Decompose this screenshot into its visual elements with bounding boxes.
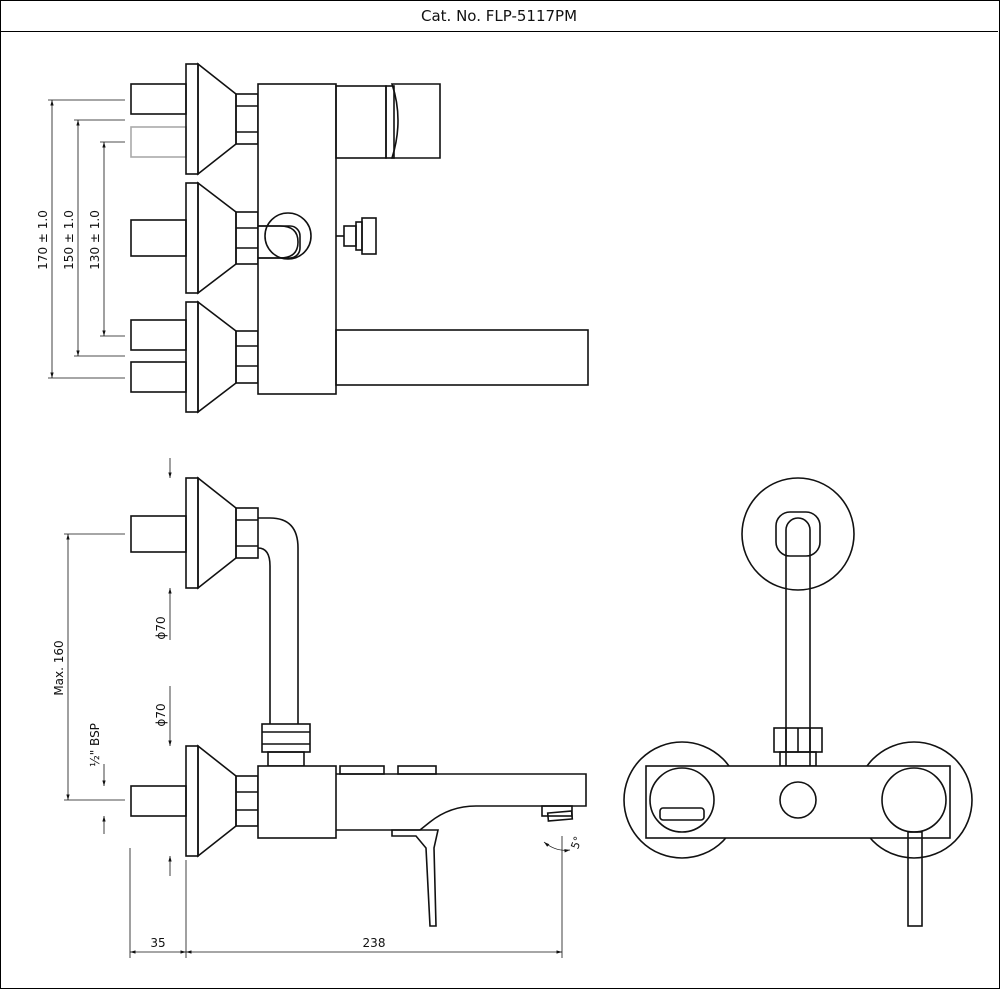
- front-left-outlet: [649, 767, 715, 833]
- top-view-handle: [335, 83, 441, 159]
- dim-130: 130 ± 1.0: [88, 210, 102, 270]
- dim-angle: 5°: [568, 835, 584, 851]
- dim-bsp: ½" BSP: [88, 723, 102, 767]
- front-lever: [907, 831, 923, 927]
- front-body: [645, 765, 951, 839]
- dim-35: 35: [150, 936, 165, 950]
- riser-pipe: [258, 517, 299, 724]
- front-diverter: [779, 781, 817, 819]
- dim-150: 150 ± 1.0: [62, 210, 76, 270]
- side-view-dimensions: [64, 458, 571, 958]
- dim-phi70-upper: ϕ70: [154, 616, 168, 639]
- dim-max-160: Max. 160: [52, 640, 66, 695]
- top-view-upper-connector: [130, 62, 259, 176]
- mixer-body-side: [257, 765, 337, 839]
- top-view-middle-connector: [130, 181, 259, 295]
- top-view-lower-connector: [130, 300, 259, 414]
- dim-phi70-lower: ϕ70: [154, 703, 168, 726]
- diverter-knob: [336, 217, 377, 255]
- top-view: 170 ± 1.0 150 ± 1.0 130 ± 1.0: [36, 62, 589, 414]
- dim-170: 170 ± 1.0: [36, 210, 50, 270]
- front-upper-flange: [741, 477, 855, 591]
- top-view-dimensions: [48, 99, 125, 379]
- diverter-circle: [264, 212, 312, 260]
- title-bar: Cat. No. FLP-5117PM: [0, 0, 998, 32]
- side-view-upper-connector: [130, 476, 259, 590]
- lever-side: [391, 829, 439, 927]
- spout-top: [335, 329, 589, 386]
- catalog-number: Cat. No. FLP-5117PM: [420, 6, 578, 25]
- spout-side: [336, 773, 587, 831]
- side-view-lower-connector: [130, 744, 259, 858]
- riser-nut: [261, 723, 311, 753]
- dim-238: 238: [363, 936, 386, 950]
- side-view: ϕ70 ϕ70 Max. 160 ½" BSP 35 238 5°: [52, 458, 587, 958]
- front-riser: [785, 517, 811, 770]
- front-view: [623, 477, 973, 927]
